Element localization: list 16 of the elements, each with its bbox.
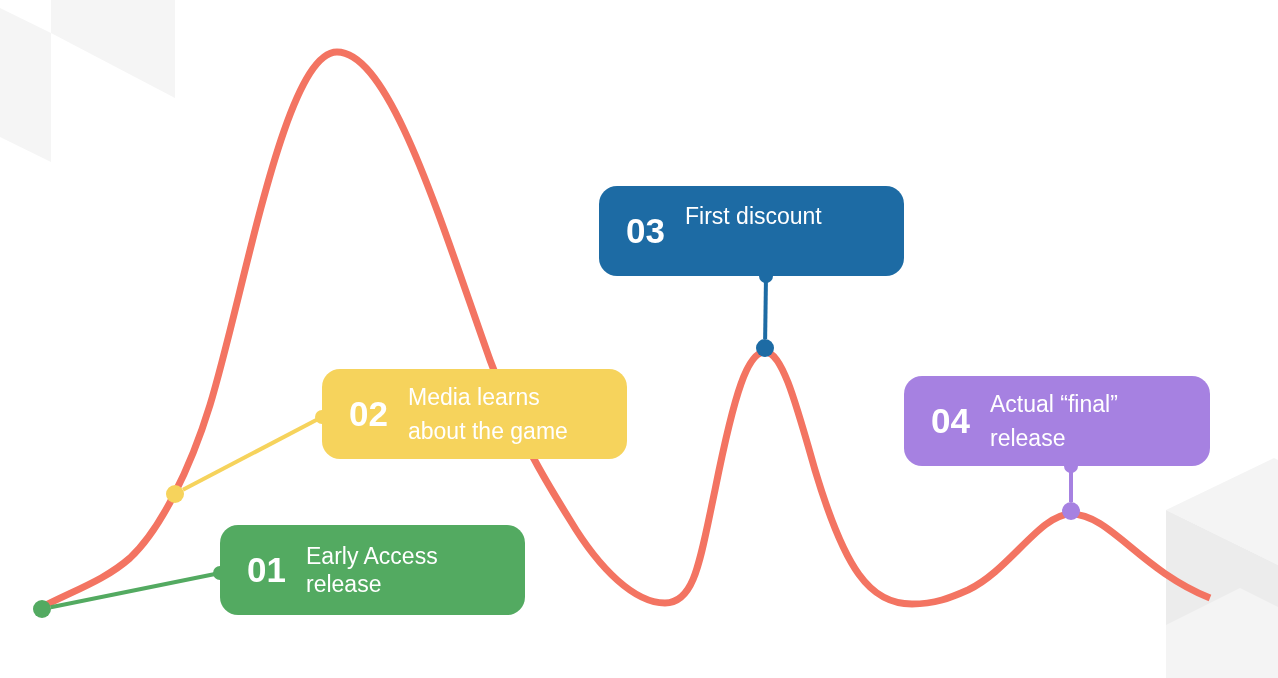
callout-number: 02 xyxy=(349,394,388,434)
callout-number: 03 xyxy=(626,211,665,251)
dot-marker-icon xyxy=(33,600,51,618)
callout-box xyxy=(904,376,1210,466)
callout-text: Media learns about the game xyxy=(408,383,569,446)
callout-box xyxy=(220,525,525,615)
callout-text: Actual “final” release xyxy=(990,390,1119,453)
callout-text: First discount xyxy=(685,202,823,231)
callout-box xyxy=(599,186,904,276)
callout-text: Early Access release xyxy=(306,542,439,598)
callout-box xyxy=(322,369,627,459)
dot-marker-icon xyxy=(756,339,774,357)
dot-marker-icon xyxy=(166,485,184,503)
callout-number: 01 xyxy=(247,550,286,590)
dot-marker-icon xyxy=(1062,502,1080,520)
callout-number: 04 xyxy=(931,401,970,441)
